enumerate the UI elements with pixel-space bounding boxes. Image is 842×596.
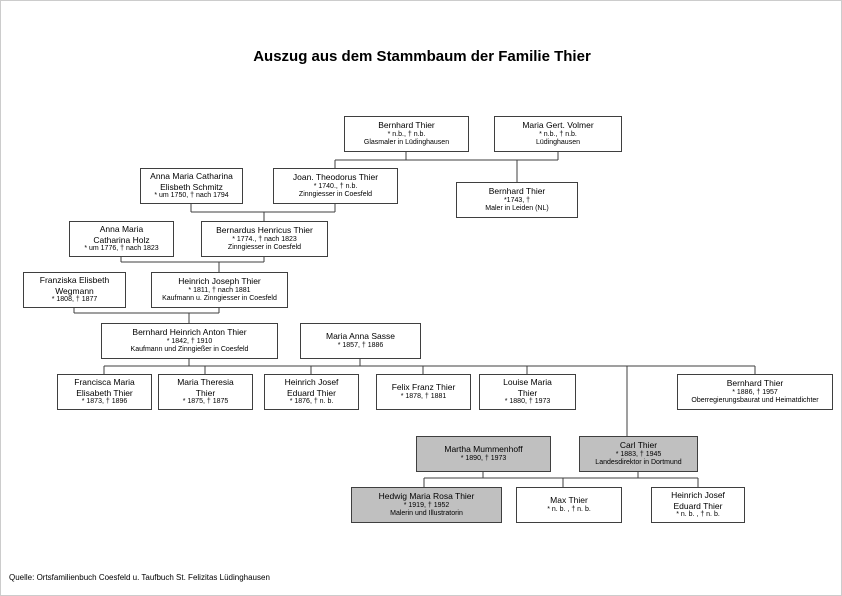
person-dates: * 1774., † nach 1823 — [232, 235, 297, 243]
person-dates: * 1880, † 1973 — [504, 398, 551, 406]
person-occupation: Maler in Leiden (NL) — [485, 205, 549, 213]
person-box-bernhard-heinrich-anton-thier: Bernhard Heinrich Anton Thier * 1842, † … — [101, 323, 278, 359]
person-box-max-thier: Max Thier * n. b. , † n. b. — [516, 487, 622, 523]
person-occupation: Zinngiesser in Coesfeld — [227, 244, 302, 252]
person-dates: * 1857, † 1886 — [337, 341, 384, 349]
person-dates: * n. b. , † n. b. — [547, 505, 591, 513]
person-box-bernardus-henricus-thier: Bernardus Henricus Thier * 1774., † nach… — [201, 221, 328, 257]
person-dates: * n. b. , † n. b. — [676, 511, 720, 519]
person-box-maria-anna-sasse: Maria Anna Sasse * 1857, † 1886 — [300, 323, 421, 359]
person-name: Joan. Theodorus Thier — [292, 171, 379, 182]
person-dates: * 1875, † 1875 — [182, 398, 229, 406]
person-name: Martha Mummenhoff — [444, 444, 523, 455]
person-occupation: Kaufmann u. Zinngiesser in Coesfeld — [162, 295, 277, 303]
person-box-bernhard-thier-maler: Bernhard Thier *1743, † Maler in Leiden … — [456, 182, 578, 218]
person-box-heinrich-josef-eduard-thier-1876: Heinrich Josef Eduard Thier * 1876, † n.… — [264, 374, 359, 410]
person-dates: * um 1750, † nach 1794 — [154, 192, 229, 200]
person-dates: * 1883, † 1945 — [615, 450, 662, 458]
person-name: Carl Thier — [619, 439, 658, 450]
person-box-felix-franz-thier: Felix Franz Thier * 1878, † 1881 — [376, 374, 471, 410]
person-name: Heinrich Josef Eduard Thier — [284, 377, 339, 398]
person-box-francisca-maria-elisabeth-thier: Francisca Maria Elisabeth Thier * 1873, … — [57, 374, 152, 410]
person-box-heinrich-joseph-thier: Heinrich Joseph Thier * 1811, † nach 188… — [151, 272, 288, 308]
person-box-martha-mummenhoff: Martha Mummenhoff * 1890, † 1973 — [416, 436, 551, 472]
person-occupation: Malerin und Illustratorin — [390, 510, 463, 518]
source-note: Quelle: Ortsfamilienbuch Coesfeld u. Tau… — [9, 573, 270, 582]
person-dates: * um 1776, † nach 1823 — [84, 245, 159, 253]
person-box-bernhard-thier-heimatdichter: Bernhard Thier * 1886, † 1957 Oberregier… — [677, 374, 833, 410]
person-dates: * n.b., † n.b. — [539, 130, 577, 138]
person-box-joan-theodorus-thier: Joan. Theodorus Thier * 1740., † n.b. Zi… — [273, 168, 398, 204]
person-dates: * 1808, † 1877 — [51, 296, 98, 304]
person-box-hedwig-maria-rosa-thier: Hedwig Maria Rosa Thier * 1919, † 1952 M… — [351, 487, 502, 523]
person-dates: * 1876, † n. b. — [289, 398, 334, 406]
person-occupation: Landesdirektor in Dortmund — [595, 459, 682, 467]
person-name: Heinrich Joseph Thier — [178, 275, 261, 286]
page-title: Auszug aus dem Stammbaum der Familie Thi… — [253, 48, 591, 65]
person-occupation: Zinngiesser in Coesfeld — [298, 191, 373, 199]
person-occupation: Kaufmann und Zinngießer in Coesfeld — [130, 346, 249, 354]
person-occupation: Glasmaler in Lüdinghausen — [363, 139, 450, 147]
person-box-anna-maria-catharina-holz: Anna Maria Catharina Holz * um 1776, † n… — [69, 221, 174, 257]
person-dates: * 1890, † 1973 — [460, 454, 507, 462]
person-name: Francisca Maria Elisabeth Thier — [74, 377, 135, 398]
person-name: Bernhard Thier — [378, 119, 435, 130]
person-name: Franziska Elisbeth Wegmann — [39, 275, 110, 296]
person-box-bernhard-thier-glasmaler: Bernhard Thier * n.b., † n.b. Glasmaler … — [344, 116, 469, 152]
person-box-heinrich-josef-eduard-thier-nb: Heinrich Josef Eduard Thier * n. b. , † … — [651, 487, 745, 523]
person-name: Maria Gert. Volmer — [522, 119, 594, 130]
person-name: Hedwig Maria Rosa Thier — [378, 490, 475, 501]
person-name: Maria Theresia Thier — [177, 377, 234, 398]
person-name: Bernardus Henricus Thier — [216, 224, 313, 235]
person-dates: * 1842, † 1910 — [166, 337, 213, 345]
person-dates: * 1886, † 1957 — [732, 388, 778, 396]
person-dates: * 1740., † n.b. — [313, 182, 358, 190]
person-box-louise-maria-thier: Louise Maria Thier * 1880, † 1973 — [479, 374, 576, 410]
person-name: Maria Anna Sasse — [326, 331, 395, 342]
person-dates: *1743, † — [503, 196, 531, 204]
person-dates: * 1873, † 1896 — [81, 398, 128, 406]
person-occupation: Oberregierungsbaurat und Heimatdichter — [691, 397, 819, 405]
person-name: Heinrich Josef Eduard Thier — [671, 490, 725, 511]
person-occupation: Lüdinghausen — [536, 139, 580, 147]
person-name: Louise Maria Thier — [503, 377, 552, 398]
person-box-franziska-elisbeth-wegmann: Franziska Elisbeth Wegmann * 1808, † 187… — [23, 272, 126, 308]
person-name: Felix Franz Thier — [391, 382, 456, 393]
person-box-maria-theresia-thier: Maria Theresia Thier * 1875, † 1875 — [158, 374, 253, 410]
person-box-carl-thier: Carl Thier * 1883, † 1945 Landesdirektor… — [579, 436, 698, 472]
person-dates: * 1811, † nach 1881 — [188, 286, 251, 294]
person-box-maria-gert-volmer: Maria Gert. Volmer * n.b., † n.b. Lüding… — [494, 116, 622, 152]
person-name: Max Thier — [550, 495, 588, 506]
person-dates: * 1878, † 1881 — [400, 392, 447, 400]
person-name: Anna Maria Catharina Elisbeth Schmitz — [150, 171, 233, 192]
person-dates: * 1919, † 1952 — [403, 501, 450, 509]
person-name: Bernhard Thier — [726, 377, 784, 388]
person-box-anna-maria-catharina-elisbeth-schmitz: Anna Maria Catharina Elisbeth Schmitz * … — [140, 168, 243, 204]
person-dates: * n.b., † n.b. — [387, 130, 426, 138]
person-name: Bernhard Heinrich Anton Thier — [132, 326, 247, 337]
person-name: Anna Maria Catharina Holz — [93, 224, 150, 245]
person-name: Bernhard Thier — [488, 185, 546, 196]
